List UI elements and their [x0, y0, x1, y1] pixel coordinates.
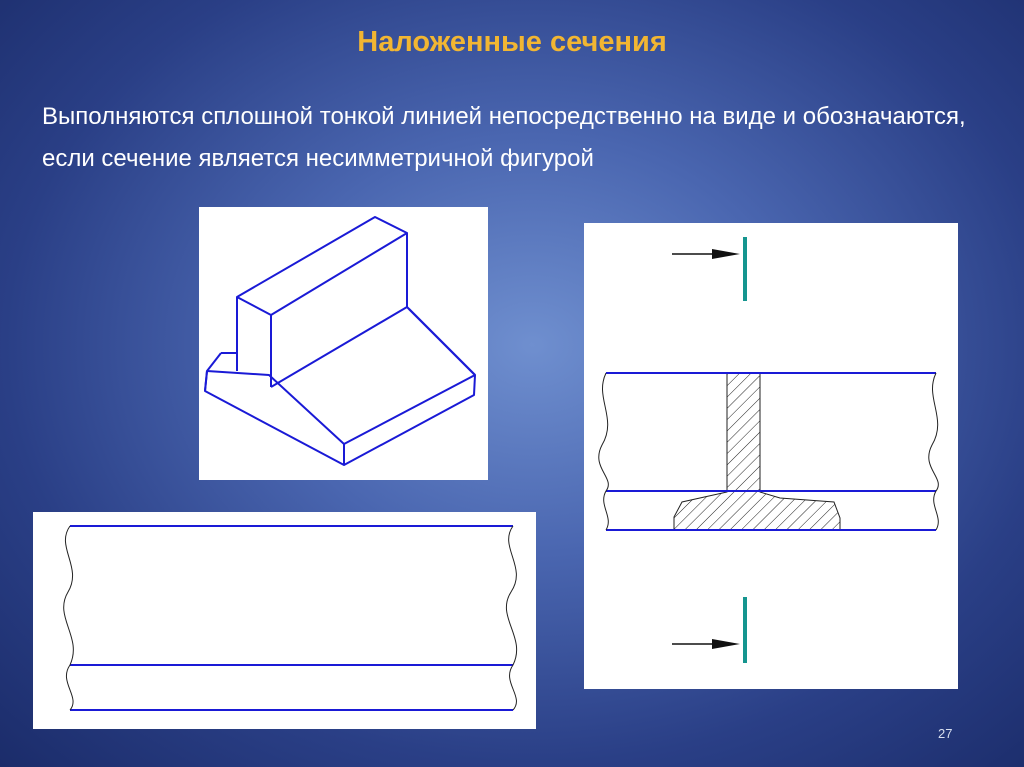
section-mark-top	[672, 237, 747, 301]
view-panel-left	[33, 512, 536, 729]
isometric-drawing	[204, 216, 476, 466]
section-view-drawing	[598, 237, 939, 663]
superimposed-section	[673, 372, 841, 531]
slide-body-text: Выполняются сплошной тонкой линией непос…	[42, 103, 966, 172]
plan-view-drawing	[63, 525, 518, 711]
section-view-panel	[584, 223, 958, 689]
slide-title: Наложенные сечения	[357, 26, 667, 58]
slide-number: 27	[938, 726, 953, 741]
section-mark-bottom	[672, 597, 747, 663]
isometric-drawing-panel	[199, 207, 488, 480]
